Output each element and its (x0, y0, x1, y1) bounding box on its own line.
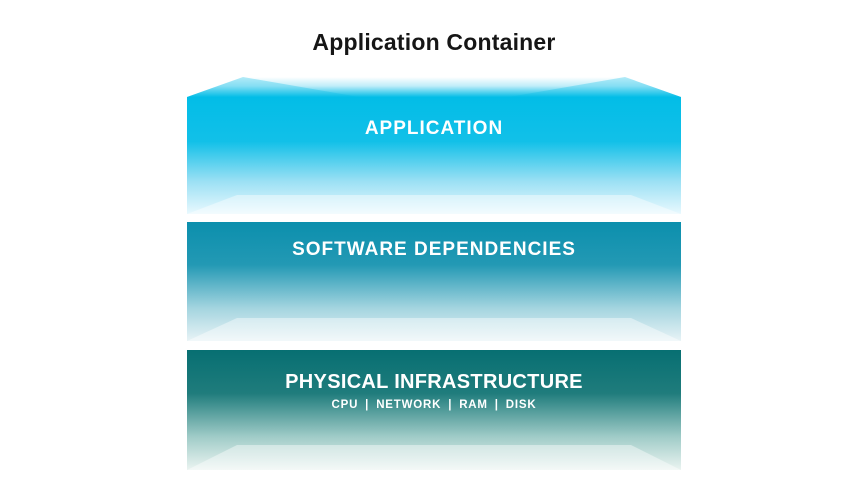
layer-physical-infrastructure (187, 350, 681, 470)
layer-application-shape (187, 77, 681, 214)
layer-physical-infrastructure-label: PHYSICAL INFRASTRUCTURE (285, 371, 583, 393)
layer-physical-infrastructure-sublabel: CPU | NETWORK | RAM | DISK (331, 399, 537, 411)
layer-physical-infrastructure-shape (187, 350, 681, 470)
layer-application-label: APPLICATION (364, 118, 504, 139)
diagram-title: Application Container (312, 29, 556, 55)
layer-application (187, 77, 681, 214)
layer-software-dependencies-shape (187, 222, 681, 341)
layer-software-dependencies (187, 222, 681, 341)
layer-software-dependencies-label: SOFTWARE DEPENDENCIES (292, 239, 576, 260)
